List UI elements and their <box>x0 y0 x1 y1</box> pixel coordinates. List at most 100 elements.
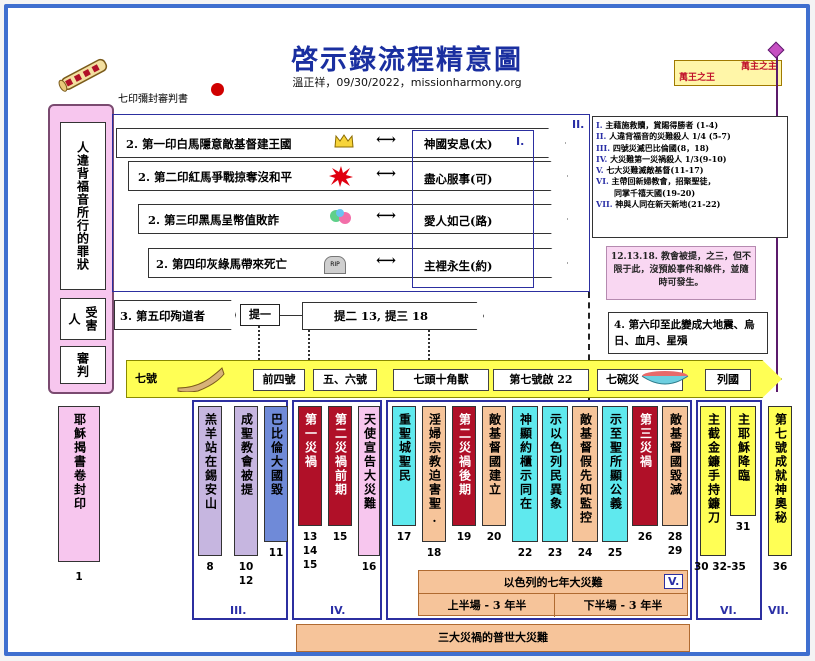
rapture-1-box: 提一 <box>240 304 280 326</box>
event-column-17: 主截金鐮手持鐮刀 <box>700 406 726 556</box>
seal-2-label: 2. 第二印紅馬爭戰掠奪沒和平 <box>138 170 293 184</box>
lord-of-lords: 萬主之主 <box>740 62 777 72</box>
event-column-num-15: 26 <box>637 531 653 543</box>
event-column-12: 示以色列民異象 <box>542 406 568 542</box>
legend-rn-1: I. <box>596 120 603 130</box>
event-column-num-6: 16 <box>361 561 377 573</box>
event-column-15: 第三災禍 <box>632 406 658 526</box>
seal-1-label: 2. 第一印白馬隱意敵基督建王國 <box>126 137 292 151</box>
legend-rn-2: II. <box>596 131 607 142</box>
victims-cell: 受害人 <box>60 298 106 340</box>
red-seal-icon <box>211 83 224 96</box>
fifth-seal-row <box>114 300 236 330</box>
event-column-num-10: 20 <box>486 531 502 543</box>
double-arrow-2: ⟷ <box>376 166 397 182</box>
event-column-14: 示至聖所顯公義 <box>602 406 628 542</box>
judgment-cell: 審判 <box>60 346 106 384</box>
legend-rn-5: V. <box>596 165 604 176</box>
event-column-16: 敵基督國毀滅 <box>662 406 688 526</box>
event-column-9: 第二災禍後期 <box>452 406 476 526</box>
subtitle: 溫正祥，09/30/2022，missionharmony.org <box>292 76 522 89</box>
king-title: 萬主之主 萬王之王 <box>674 60 782 86</box>
fifth-seal-label: 3. 第五印殉道者 <box>120 309 206 323</box>
king-of-kings: 萬王之王 <box>679 73 716 83</box>
great-tribulation-bar: 三大災禍的普世大災難 <box>296 624 690 652</box>
legend-text-3: 四號災滅巴比倫國(8，18) <box>612 142 710 153</box>
rapture-connector <box>280 315 302 316</box>
rapture-2-3-label: 提二 13, 提三 18 <box>334 309 429 323</box>
event-column-num-9: 19 <box>456 531 472 543</box>
seal-row-4 <box>148 248 568 278</box>
legend-text-8: 神與人同在新天新地(21-22) <box>615 199 721 210</box>
event-column-num-17: 30 32-35 <box>694 561 746 573</box>
event-column-10: 敵基督國建立 <box>482 406 506 526</box>
event-column-2: 成聖教會被提 <box>234 406 258 556</box>
legend-item-3: III. 四號災滅巴比倫國(8，18) <box>596 143 784 154</box>
shofar-horn-icon <box>177 367 225 392</box>
event-column-num-19: 36 <box>772 561 788 573</box>
legend-text-5: 七大災難滅敵基督(11-17) <box>606 165 704 176</box>
charges-cell: 人違背福音所行的罪狀 <box>60 122 106 290</box>
band-nations: 列國 <box>705 369 751 391</box>
event-column-num-4: 13 14 15 <box>302 531 318 571</box>
event-column-5: 第二災禍前期 <box>328 406 352 526</box>
event-column-8: 淫婦宗教迫害聖. <box>422 406 446 542</box>
legend-item-7: 同掌千禧天國(19-20) <box>596 188 784 199</box>
tombstone-icon: RIP <box>324 256 346 274</box>
sixth-seal-box: 4. 第六印至此變成大地震、烏日、血月、星殞 <box>608 312 768 354</box>
event-column-text-15: 第三災禍 <box>638 413 653 469</box>
legend-item-2: II. 人違背福音的災難殺人 1/4 (5-7) <box>596 131 784 142</box>
section-IV-label: IV. <box>330 604 346 617</box>
event-column-text-18: 主耶穌降臨 <box>736 413 751 483</box>
double-arrow-3: ⟷ <box>376 208 397 224</box>
seven-trumpets-label: 七號 <box>135 372 157 385</box>
dotted-connector-3 <box>428 330 430 360</box>
event-column-num-13: 24 <box>577 547 593 559</box>
legend-item-8: VII. 神與人同在新天新地(21-22) <box>596 199 784 210</box>
event-column-text-8: 淫婦宗教迫害聖. <box>427 413 442 527</box>
event-column-num-5: 15 <box>332 531 348 543</box>
gospel-luke: 愛人如己(路) <box>424 214 493 228</box>
event-column-num-8: 18 <box>426 547 442 559</box>
event-column-text-14: 示至聖所顯公義 <box>608 413 623 511</box>
section-VI-label: VI. <box>720 604 737 617</box>
crown-icon <box>334 134 354 148</box>
gospel-mark: 盡心服事(可) <box>424 172 493 186</box>
scroll-open-text: 耶穌揭書卷封印 <box>72 413 87 511</box>
section-VII-label: VII. <box>768 604 789 617</box>
gospel-john: 主裡永生(約) <box>424 259 493 273</box>
legend-text-2: 人違背福音的災難殺人 1/4 (5-7) <box>609 131 731 142</box>
event-column-text-9: 第二災禍後期 <box>457 413 472 497</box>
israel-seven-year-label: 以色列的七年大災難 <box>503 576 603 589</box>
section-III-label: III. <box>230 604 247 617</box>
legend-rn-8: VII. <box>596 199 613 210</box>
event-column-text-4: 第一災禍 <box>303 413 318 469</box>
explosion-icon <box>329 166 353 187</box>
band-first-four: 前四號 <box>253 369 305 391</box>
gospel-matthew: 神國安息(太) <box>424 137 493 151</box>
event-column-text-12: 示以色列民異象 <box>548 413 563 511</box>
legend-text-1: 主藉施救贖，賞賜得勝者 (1-4) <box>605 120 719 130</box>
first-half-label: 上半場 - 3 年半 <box>447 599 527 612</box>
event-column-19: 第七號成就神奧秘 <box>768 406 792 556</box>
event-column-6: 天使宣告大災難 <box>358 406 380 556</box>
event-column-1: 羔羊站在錫安山 <box>198 406 222 556</box>
event-column-13: 敵基督假先知監控 <box>572 406 598 542</box>
rapture-note: 12.13.18. 教會被提，之三，但不限于此，沒預設事件和條件，並隨時可發生。 <box>606 246 756 300</box>
event-column-text-3: 巴比倫大國毀 <box>269 413 284 497</box>
legend-item-5: V. 七大災難滅敵基督(11-17) <box>596 165 784 176</box>
event-column-text-5: 第二災禍前期 <box>333 413 348 497</box>
legend-rn-3: III. <box>596 142 611 153</box>
event-column-num-18: 31 <box>735 521 751 533</box>
israel-seven-year-bar: 以色列的七年大災難 上半場 - 3 年半 下半場 - 3 年半 <box>418 570 688 617</box>
balloons-icon <box>330 209 351 224</box>
page-title: 啓示錄流程精意圖 <box>291 45 523 76</box>
section-V-box <box>386 400 692 620</box>
event-column-18: 主耶穌降臨 <box>730 406 756 516</box>
event-column-text-1: 羔羊站在錫安山 <box>203 413 218 511</box>
col-num-scroll: 1 <box>75 571 83 583</box>
event-column-text-11: 神顯約櫃示同在 <box>518 413 533 511</box>
legend-rn-6: VI. <box>596 176 609 187</box>
double-arrow-1: ⟷ <box>376 132 397 148</box>
event-column-text-19: 第七號成就神奧秘 <box>773 413 788 525</box>
